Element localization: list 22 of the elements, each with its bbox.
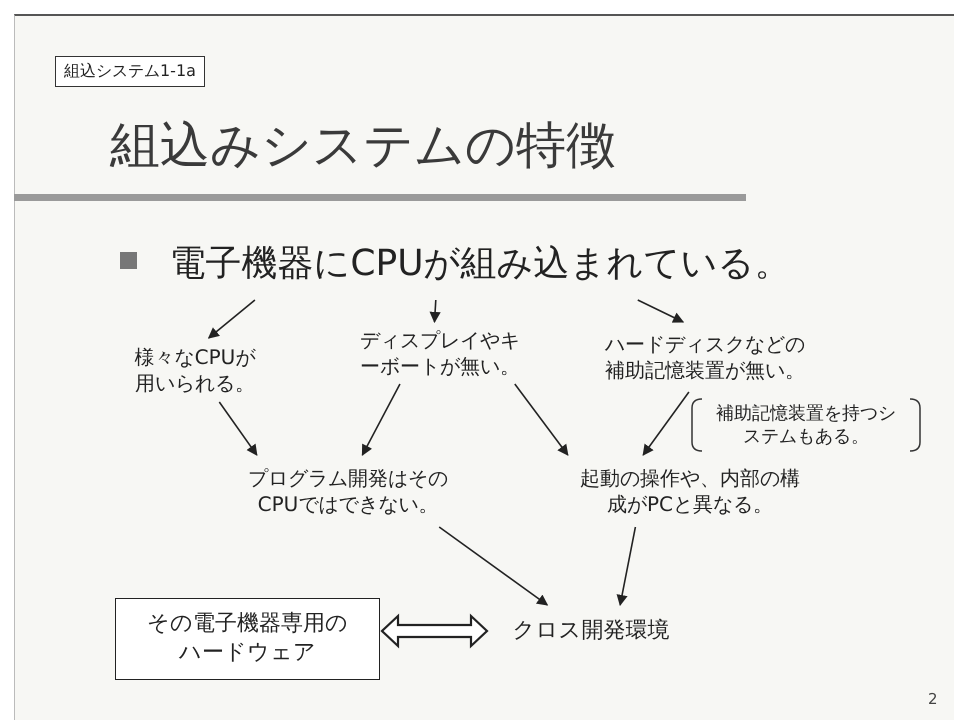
arrow xyxy=(438,526,548,606)
arrow xyxy=(642,392,690,456)
tag-label: 組込システム1-1a xyxy=(55,56,205,87)
node-text: クロス開発環境 xyxy=(487,605,695,657)
node-text: 起動の操作や、内部の構成がPCと異なる。 xyxy=(560,455,820,527)
double-arrow xyxy=(380,613,489,649)
bullet-text: 電子機器にCPUが組み込まれている。 xyxy=(140,228,820,300)
arrow xyxy=(430,300,441,324)
node-text: ディスプレイやキーボートが無い。 xyxy=(330,322,550,384)
arrow xyxy=(362,384,401,456)
arrow xyxy=(616,526,636,606)
page-number: 2 xyxy=(928,690,938,708)
arrow xyxy=(637,299,684,323)
slide-title: 組込みシステムの特徴 xyxy=(110,115,616,176)
node-text: 様々なCPUが用いられる。 xyxy=(105,338,285,402)
text-box: その電子機器専用のハードウェア xyxy=(115,598,380,680)
arrow xyxy=(218,402,258,456)
node-text: プログラム開発はそのCPUではできない。 xyxy=(228,455,468,527)
arrow xyxy=(208,299,256,339)
arrow xyxy=(514,384,568,456)
bracketed-note: 補助記憶装置を持つシステムもある。 xyxy=(686,396,926,454)
node-text: ハードディスクなどの補助記憶装置が無い。 xyxy=(590,322,820,392)
